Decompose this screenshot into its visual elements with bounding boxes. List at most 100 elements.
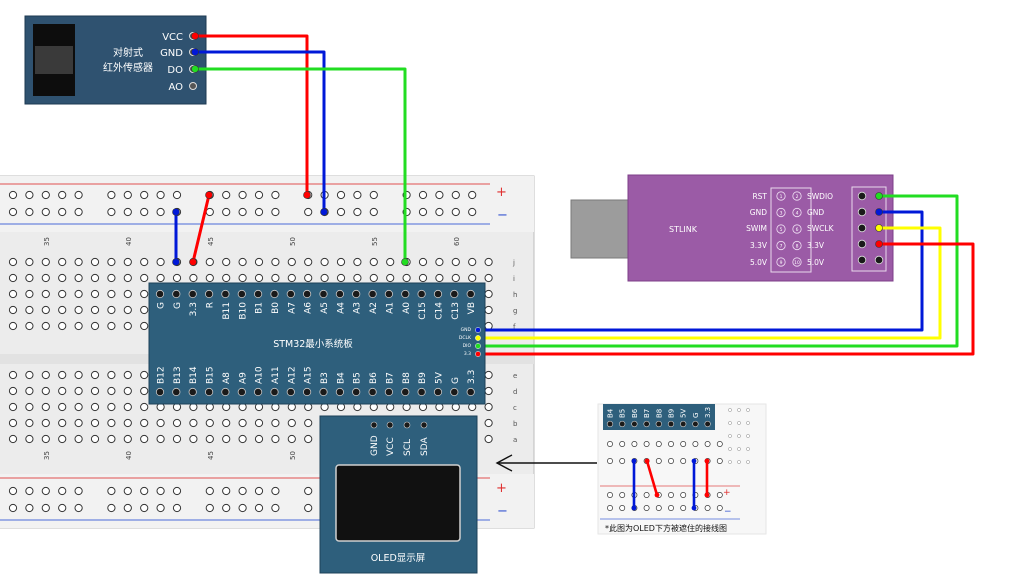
stm32-pin-label: 3.3 [467, 370, 477, 384]
breadboard-hole [8, 418, 18, 428]
breadboard-hole [402, 273, 411, 283]
breadboard-hole [238, 190, 247, 200]
breadboard-hole [386, 257, 395, 267]
inset-hole [728, 434, 732, 438]
breadboard-hole [41, 207, 50, 217]
breadboard-hole [74, 434, 83, 444]
stm32-title: STM32最小系统板 [273, 338, 353, 350]
breadboard-hole [320, 257, 329, 267]
stlink-programmer: STLINK RST GND SWIM 3.3V 5.0V SWDIO GND … [570, 174, 894, 282]
breadboard-hole [58, 486, 67, 496]
stm32-pin [417, 387, 426, 397]
breadboard-hole [435, 257, 444, 267]
breadboard-hole [58, 370, 67, 380]
stm32-pin-label: B0 [271, 302, 281, 314]
breadboard-hole [25, 402, 34, 412]
breadboard-hole [123, 207, 132, 217]
breadboard-hole [107, 486, 116, 496]
stm32-pin [384, 387, 393, 397]
breadboard-hole [156, 486, 165, 496]
stlink-pin-number: 8 [796, 244, 799, 250]
stlink-pin-number: 5 [780, 227, 783, 233]
stm32-pin [401, 289, 410, 299]
inset-hole [692, 441, 699, 447]
breadboard-hole [123, 257, 132, 267]
breadboard-hole [205, 418, 214, 428]
breadboard-hole [238, 434, 247, 444]
wire-gnd-blue [193, 50, 326, 214]
breadboard-hole [107, 207, 116, 217]
breadboard-hole [58, 257, 67, 267]
stlink-connector-pins [857, 191, 884, 265]
bottom-rail-plus: + [496, 481, 507, 496]
row-letter: f [513, 323, 516, 331]
stm32-pin [302, 387, 312, 397]
column-number: 40 [125, 451, 133, 460]
row-letter: i [513, 275, 515, 283]
stm32-pin [221, 289, 230, 299]
stm32-pin-label: A3 [353, 302, 363, 314]
inset-hole [716, 492, 723, 498]
breadboard-hole [74, 370, 83, 380]
stm32-pcb [148, 282, 486, 405]
inset-hole [643, 492, 650, 498]
breadboard-hole [271, 273, 280, 283]
stm32-pin-label: A2 [369, 302, 379, 314]
stlink-pin [792, 257, 802, 267]
stm32-pin [384, 289, 393, 299]
inset-hole [716, 505, 723, 511]
breadboard-hole [156, 418, 165, 428]
column-numbers-top: 35 40 45 50 55 60 [43, 237, 461, 246]
breadboard-hole [41, 321, 50, 331]
inset-pin [619, 420, 626, 428]
breadboard-hole [222, 207, 231, 217]
breadboard-hole [205, 273, 214, 283]
stlink-pin [776, 191, 786, 201]
stlink-pin-label: GND [807, 208, 824, 217]
breadboard-hole [484, 257, 493, 267]
breadboard-hole [172, 418, 182, 428]
breadboard-hole [369, 273, 378, 283]
inset-hole [746, 434, 750, 438]
breadboard-hole [172, 190, 182, 200]
wire-end [691, 458, 697, 464]
stm32-pin [237, 289, 246, 299]
stm32-pin-label: B15 [206, 366, 216, 384]
inset-plus: + [723, 488, 731, 498]
breadboard-hole [74, 503, 83, 513]
stm32-side-pin-label: DCLK [459, 335, 472, 341]
breadboard-hole [123, 321, 132, 331]
breadboard-hole [304, 503, 313, 513]
stm32-pin-label: B14 [189, 366, 199, 384]
stm32-pin-label: C13 [451, 302, 461, 320]
inset-hole [746, 447, 750, 451]
breadboard-hole [205, 207, 214, 217]
breadboard-hole [222, 434, 231, 444]
breadboard-hole [90, 402, 100, 412]
breadboard-hole [353, 190, 362, 200]
breadboard-hole [287, 434, 296, 444]
wire-end [704, 458, 710, 464]
stm32-pin [188, 289, 197, 299]
breadboard-hole [41, 273, 50, 283]
breadboard-hole [468, 190, 477, 200]
breadboard-hole [484, 386, 493, 396]
breadboard-hole [238, 418, 247, 428]
breadboard-hole [107, 503, 116, 513]
breadboard-hole [90, 289, 100, 299]
stm32-pin-label: 3.3 [189, 302, 199, 316]
breadboard-hole [74, 207, 83, 217]
pointer-arrow [495, 454, 597, 472]
breadboard-hole [238, 273, 247, 283]
breadboard-hole [140, 486, 149, 496]
stm32-pin-label: B5 [353, 372, 363, 384]
breadboard-hole [271, 486, 280, 496]
inset-pin-label: B7 [643, 409, 651, 418]
breadboard-hole [140, 289, 149, 299]
stm32-pin [368, 387, 377, 397]
breadboard-hole [140, 190, 149, 200]
stm32-pin [172, 289, 181, 299]
inset-hole [619, 458, 626, 464]
inset-pin [704, 420, 711, 428]
